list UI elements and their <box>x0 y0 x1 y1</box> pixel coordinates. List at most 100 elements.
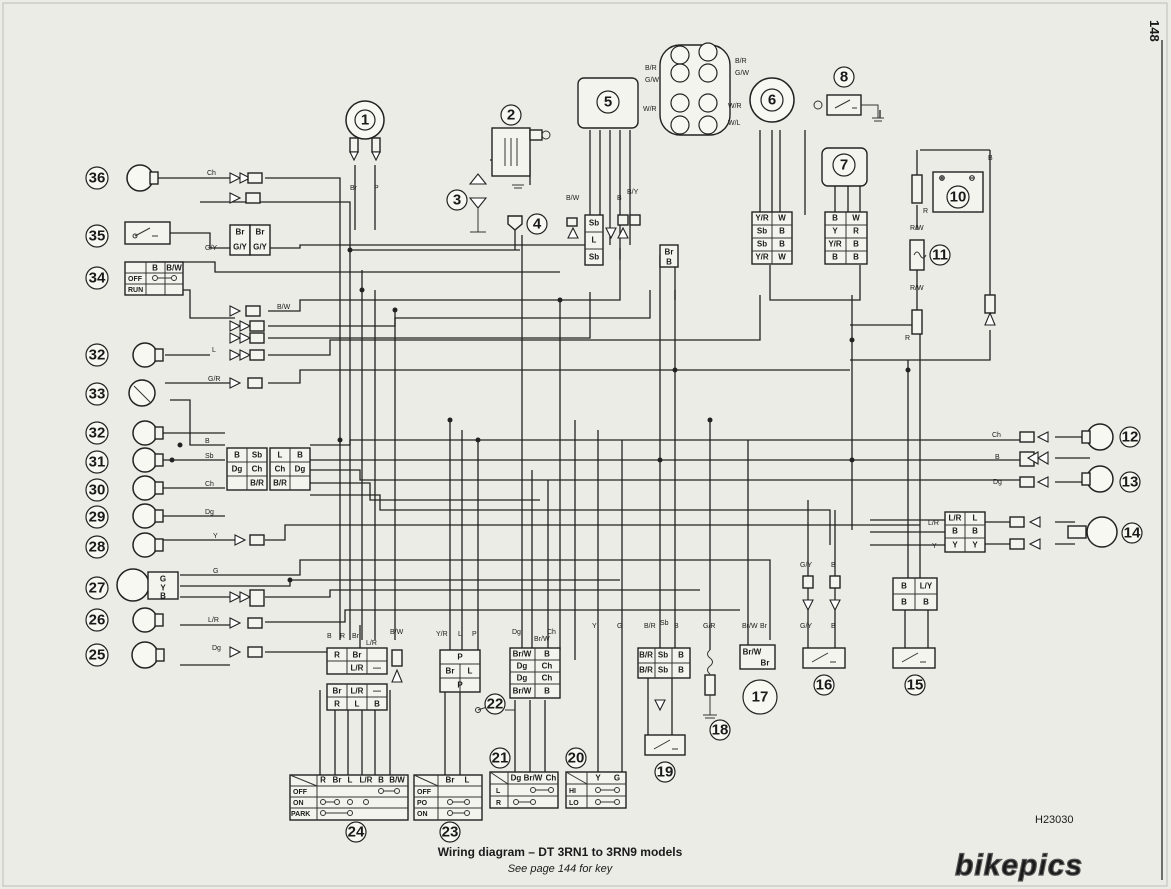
svg-text:R: R <box>340 633 345 640</box>
connector-15: B L/Y B B <box>892 577 938 611</box>
callout-16: 16 <box>816 677 833 694</box>
svg-text:B: B <box>952 527 958 536</box>
svg-text:L: L <box>355 700 360 709</box>
svg-text:B: B <box>374 700 380 709</box>
svg-text:P: P <box>472 631 477 638</box>
svg-text:B: B <box>831 562 836 569</box>
svg-text:L/R: L/R <box>360 776 373 785</box>
connector-21: Br/W B Dg Ch Dg Ch Br/W B <box>509 647 561 699</box>
svg-text:OFF: OFF <box>417 789 432 796</box>
watermark-logo: bikepics <box>955 849 1083 882</box>
svg-text:B/W: B/W <box>390 629 404 636</box>
callout-21: 21 <box>492 750 509 767</box>
connector-19: B/R Sb B B/R Sb B <box>637 647 691 679</box>
callout-22: 22 <box>487 696 504 713</box>
svg-text:L/R: L/R <box>351 664 364 673</box>
svg-text:Br: Br <box>353 651 362 660</box>
svg-text:Sb: Sb <box>757 227 767 236</box>
svg-text:B/R: B/R <box>644 623 656 630</box>
svg-text:P: P <box>457 681 463 690</box>
svg-text:Ch: Ch <box>275 465 286 474</box>
callout-19: 19 <box>657 764 674 781</box>
svg-text:Br: Br <box>350 185 358 192</box>
svg-text:HI: HI <box>569 788 576 795</box>
switch-19 <box>644 734 686 756</box>
wire-label: L <box>212 347 216 354</box>
svg-text:R: R <box>496 800 501 807</box>
svg-text:Sb: Sb <box>658 666 668 675</box>
svg-text:W: W <box>852 214 860 223</box>
connector-6: Y/R W Sb B Sb B Y/R W <box>751 211 793 265</box>
wire-label: B <box>205 438 210 445</box>
callout-32b: 32 <box>89 425 106 442</box>
svg-text:Sb: Sb <box>660 620 669 627</box>
diagram-subtitle: See page 144 for key <box>508 863 614 875</box>
svg-text:G/W: G/W <box>735 70 749 77</box>
svg-text:B/R: B/R <box>250 479 264 488</box>
svg-text:Br/W: Br/W <box>534 636 550 643</box>
wire-label: Dg <box>212 645 221 652</box>
svg-text:G/Y: G/Y <box>233 243 247 252</box>
svg-text:B: B <box>995 454 1000 461</box>
svg-text:Dg: Dg <box>295 465 306 474</box>
svg-text:L/R: L/R <box>366 640 377 647</box>
svg-text:⊖: ⊖ <box>969 174 976 183</box>
svg-text:B: B <box>327 633 332 640</box>
svg-text:B: B <box>544 650 550 659</box>
wire-label: Dg <box>205 509 214 516</box>
svg-text:Y: Y <box>592 623 597 630</box>
svg-text:Br: Br <box>352 633 360 640</box>
svg-text:G: G <box>617 623 622 630</box>
svg-text:Y/R: Y/R <box>436 631 448 638</box>
svg-text:P: P <box>374 185 379 192</box>
svg-text:B: B <box>779 227 785 236</box>
svg-text:G/Y: G/Y <box>800 623 812 630</box>
svg-text:Y: Y <box>595 774 601 783</box>
svg-text:Br: Br <box>446 667 455 676</box>
svg-text:Y: Y <box>160 584 166 593</box>
svg-text:Br: Br <box>333 687 342 696</box>
svg-text:B/W: B/W <box>566 195 580 202</box>
bulb-26 <box>132 607 158 633</box>
callout-14: 14 <box>1124 525 1141 542</box>
top-components: Br P Sb L Sb B/W B B/Y B/R <box>345 42 996 342</box>
svg-text:—: — <box>373 687 381 696</box>
wire-label: L/R <box>208 617 219 624</box>
callouts: 36 35 34 32 33 32 31 30 29 28 27 26 25 1… <box>85 66 1143 843</box>
svg-text:Br/W: Br/W <box>742 623 758 630</box>
bulb-25 <box>131 641 159 669</box>
svg-text:B: B <box>160 592 166 601</box>
callout-31: 31 <box>89 454 106 471</box>
drawing-code: H23030 <box>1035 814 1074 826</box>
svg-text:B: B <box>617 195 622 202</box>
svg-text:W/R: W/R <box>728 103 742 110</box>
svg-text:B: B <box>832 214 838 223</box>
svg-text:B: B <box>853 253 859 262</box>
svg-text:PARK: PARK <box>291 811 310 818</box>
svg-text:Sb: Sb <box>589 253 599 262</box>
svg-text:R/W: R/W <box>910 285 924 292</box>
svg-text:LO: LO <box>569 800 579 807</box>
svg-text:G/Y: G/Y <box>253 243 267 252</box>
svg-text:Sb: Sb <box>589 219 599 228</box>
svg-text:B/R: B/R <box>639 651 653 660</box>
svg-text:G/W: G/W <box>645 77 659 84</box>
svg-text:L: L <box>468 667 473 676</box>
bulb-14 <box>1086 516 1118 548</box>
svg-text:L/R: L/R <box>949 514 962 523</box>
callout-6: 6 <box>768 92 776 109</box>
svg-text:ON: ON <box>293 800 304 807</box>
callout-4: 4 <box>533 216 542 233</box>
callout-20: 20 <box>568 750 585 767</box>
switch-23: Br L OFF PO ON <box>413 774 483 821</box>
svg-text:W: W <box>778 214 786 223</box>
page-number: 148 <box>1147 20 1162 42</box>
right-components: L/R L B B Y Y L/R Y Ch B Dg B L/Y B B G/… <box>637 244 1118 756</box>
svg-text:R: R <box>905 335 910 342</box>
regulator-cluster: B/R B/R G/W G/W W/R W/R W/L <box>643 42 749 136</box>
switch-35 <box>124 221 171 245</box>
callout-17: 17 <box>752 689 769 706</box>
